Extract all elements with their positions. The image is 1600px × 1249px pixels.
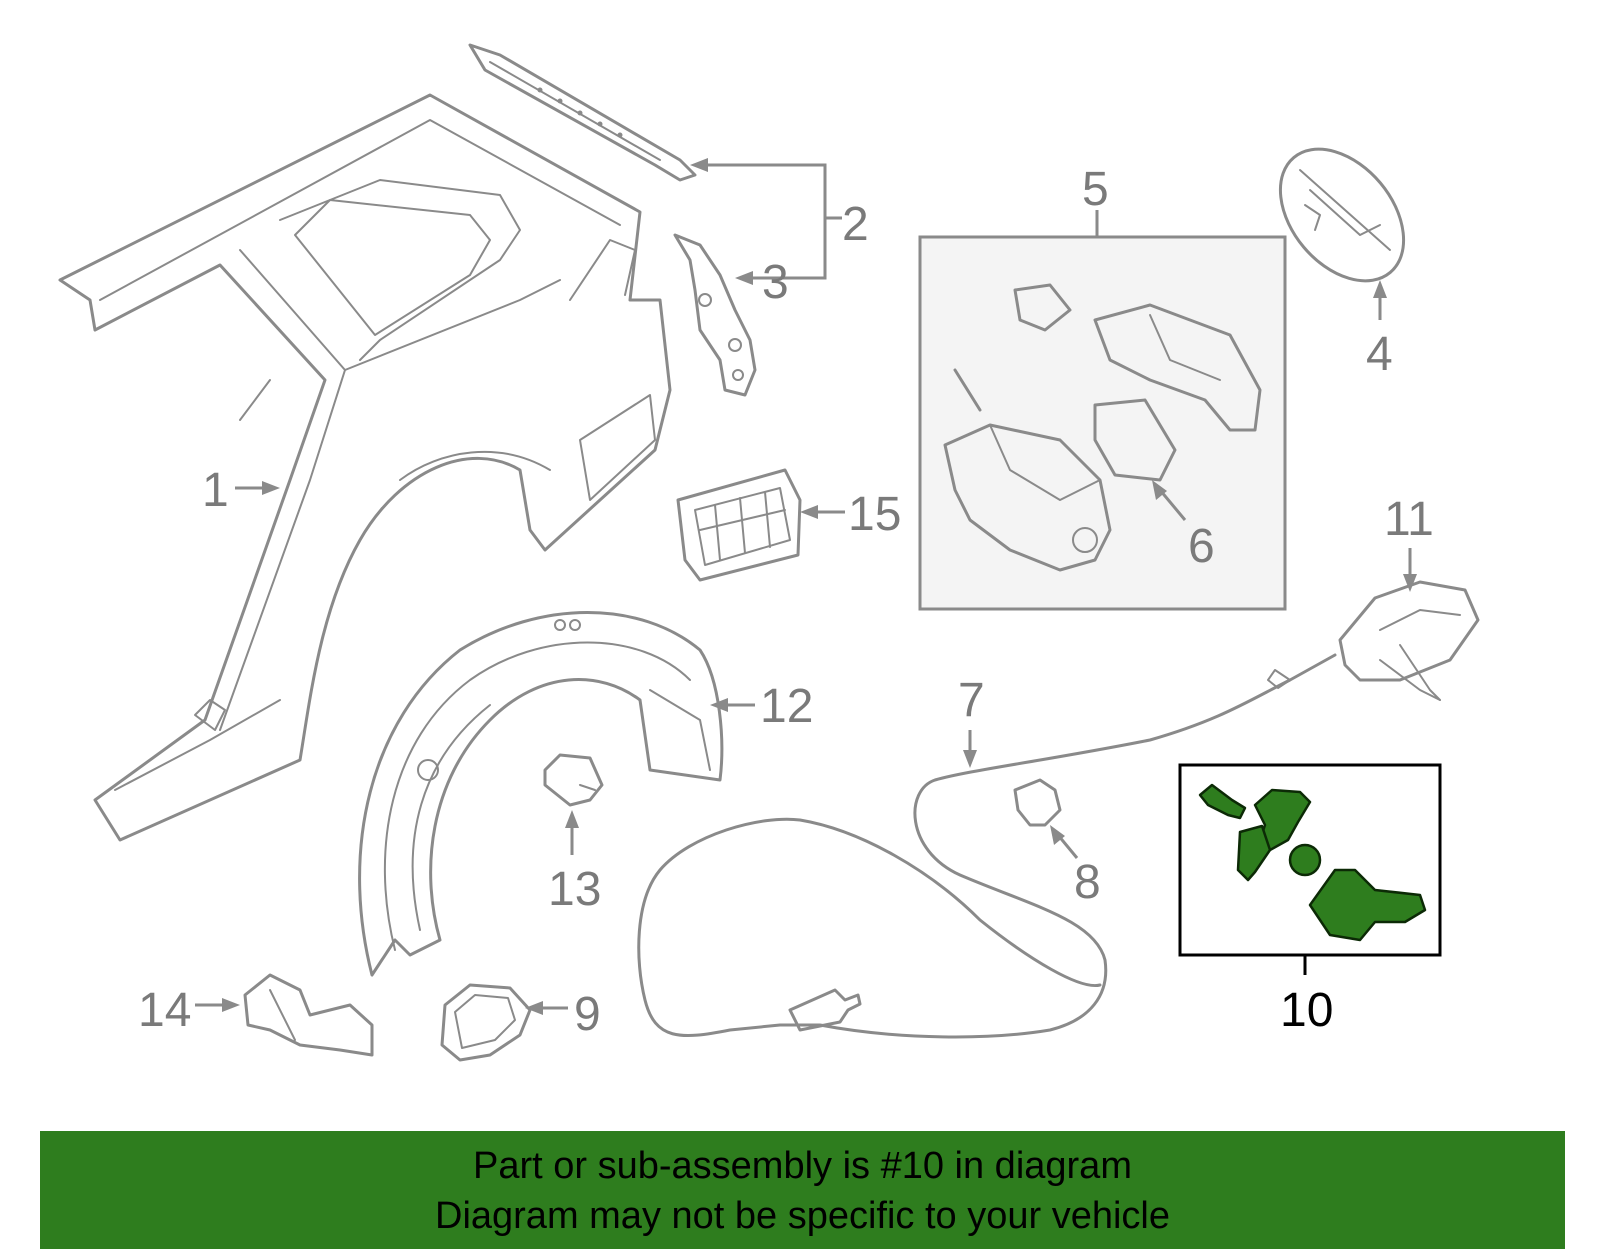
part-9-cover [440,983,568,1062]
callout-15: 15 [848,488,901,541]
part-15-vent [676,468,845,582]
callout-2: 2 [842,198,869,251]
callout-13: 13 [548,863,601,916]
part-13-clip [543,753,604,855]
callout-10: 10 [1280,984,1333,1037]
part-2-rail [468,43,697,182]
callout-1: 1 [202,464,229,517]
callout-11: 11 [1384,493,1434,546]
callout-5: 5 [1082,163,1109,216]
callout-8: 8 [1074,856,1101,909]
callout-7: 7 [958,674,985,727]
callout-9: 9 [574,988,601,1041]
part-4-lid [1278,147,1406,320]
callout-6: 6 [1188,520,1215,573]
callout-3: 3 [762,256,789,309]
part-1-quarter-panel [58,93,672,842]
part-6-leader [1152,480,1187,521]
parts-diagram: 1 2 3 4 5 6 7 8 9 10 11 12 13 14 15 [58,43,1480,1062]
callout-4: 4 [1366,328,1393,381]
part-3-bracket [673,233,757,397]
part-12-wheel-liner [358,611,755,977]
part-8-clip [1013,778,1079,859]
part-1-leader [235,481,280,495]
callout-12: 12 [760,680,813,733]
part-14-bracket [195,973,374,1057]
callout-14: 14 [138,984,191,1037]
banner-line-2: Diagram may not be specific to your vehi… [435,1195,1170,1237]
callout-2-3-leaders [690,158,842,285]
info-banner: Part or sub-assembly is #10 in diagram D… [40,1131,1565,1249]
part-11-housing [1338,548,1480,701]
part-7-cable [637,653,1337,1039]
banner-line-1: Part or sub-assembly is #10 in diagram [473,1145,1132,1187]
part-5-assembly-box [918,210,1287,611]
part-10-actuator-assembly [1178,763,1442,975]
